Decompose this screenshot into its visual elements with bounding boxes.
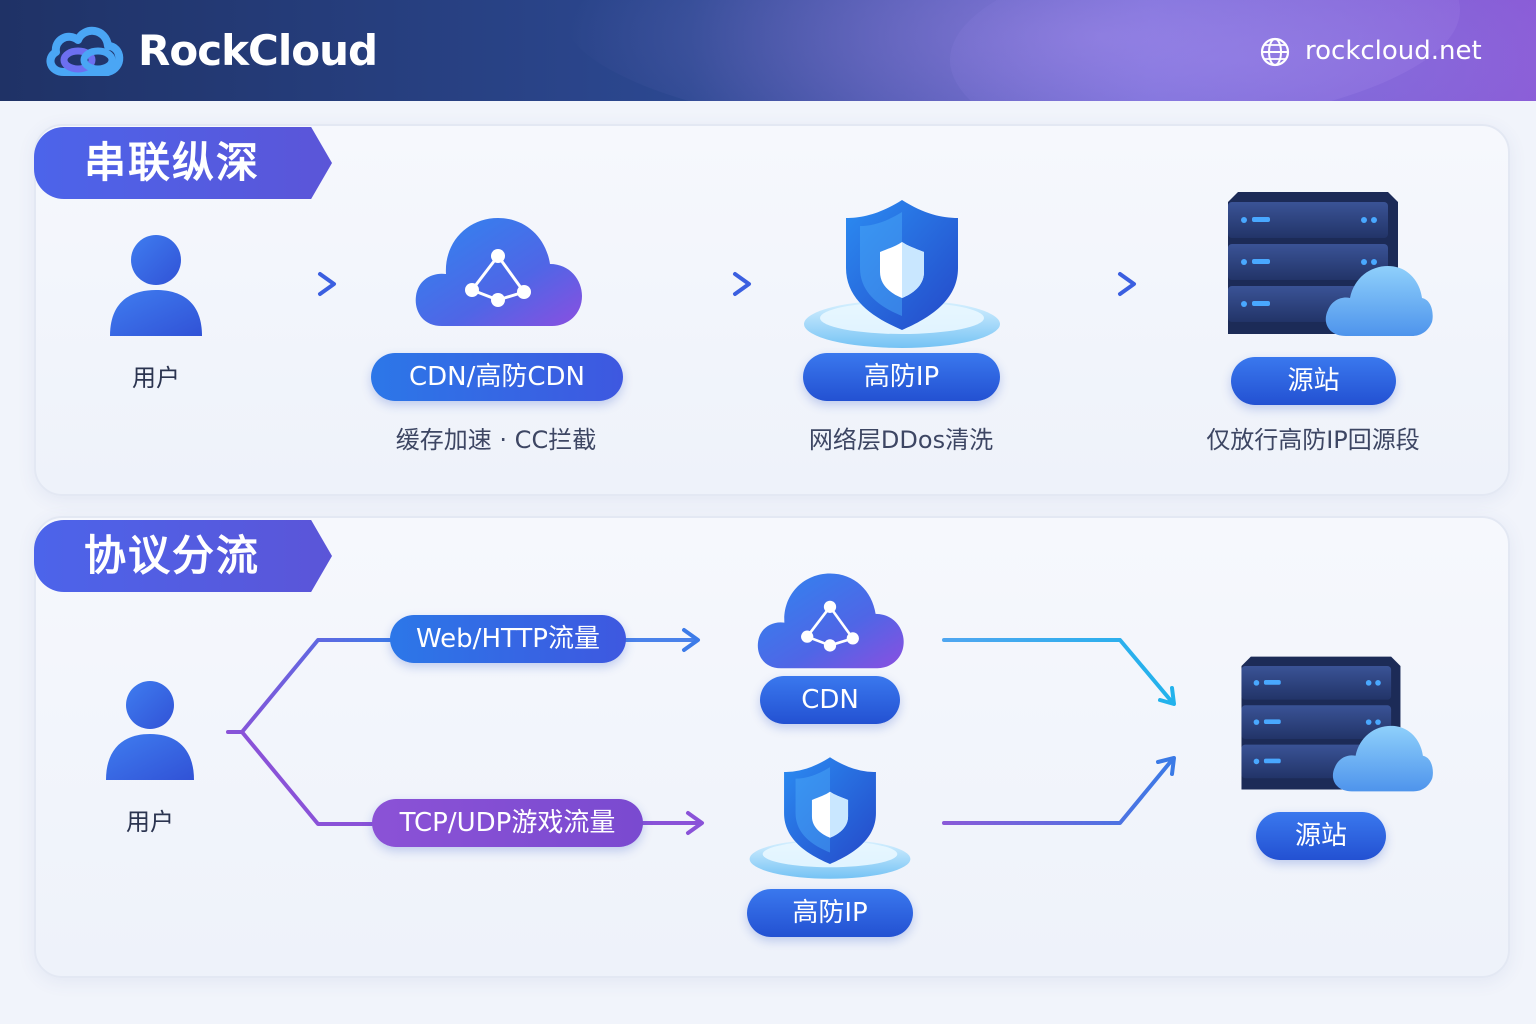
origin-pill[interactable]: 源站 bbox=[1256, 812, 1386, 860]
origin-description: 仅放行高防IP回源段 bbox=[1206, 426, 1420, 454]
tcp-udp-flow-pill[interactable]: TCP/UDP游戏流量 bbox=[372, 799, 643, 847]
header-bar: RockCloud rockcloud.net bbox=[0, 0, 1536, 101]
user-icon bbox=[106, 681, 194, 780]
cdn-cloud-icon bbox=[757, 573, 904, 669]
user-label: 用户 bbox=[126, 808, 174, 836]
domain-link[interactable]: rockcloud.net bbox=[1305, 36, 1482, 66]
header-wave bbox=[560, 0, 1460, 101]
cdn-node-pill[interactable]: CDN bbox=[760, 676, 900, 724]
arrow-right-icon bbox=[246, 272, 336, 296]
shield-icon bbox=[804, 200, 1000, 348]
server-icon bbox=[1241, 656, 1433, 792]
cdn-cloud-icon bbox=[415, 218, 582, 326]
section-title-protocol: 协议分流 bbox=[34, 520, 332, 592]
cloud-link-icon bbox=[46, 27, 124, 76]
origin-pill[interactable]: 源站 bbox=[1231, 357, 1396, 405]
arrow-right-icon bbox=[1046, 272, 1136, 296]
cdn-node-pill[interactable]: CDN/高防CDN bbox=[371, 353, 623, 401]
ddos-ip-pill[interactable]: 高防IP bbox=[803, 353, 1000, 401]
globe-icon bbox=[1260, 37, 1290, 67]
arrow-right-icon bbox=[661, 272, 751, 296]
section-title-serial: 串联纵深 bbox=[34, 127, 332, 199]
header-wave bbox=[950, 0, 1536, 101]
web-http-flow-pill[interactable]: Web/HTTP流量 bbox=[390, 615, 626, 663]
ip-description: 网络层DDos清洗 bbox=[808, 426, 994, 454]
brand-name[interactable]: RockCloud bbox=[138, 26, 378, 75]
server-icon bbox=[1228, 192, 1433, 336]
ddos-ip-pill[interactable]: 高防IP bbox=[747, 889, 913, 937]
shield-icon bbox=[749, 757, 911, 879]
cdn-description: 缓存加速 · CC拦截 bbox=[395, 426, 597, 454]
user-label: 用户 bbox=[132, 364, 180, 392]
user-icon bbox=[110, 235, 202, 336]
